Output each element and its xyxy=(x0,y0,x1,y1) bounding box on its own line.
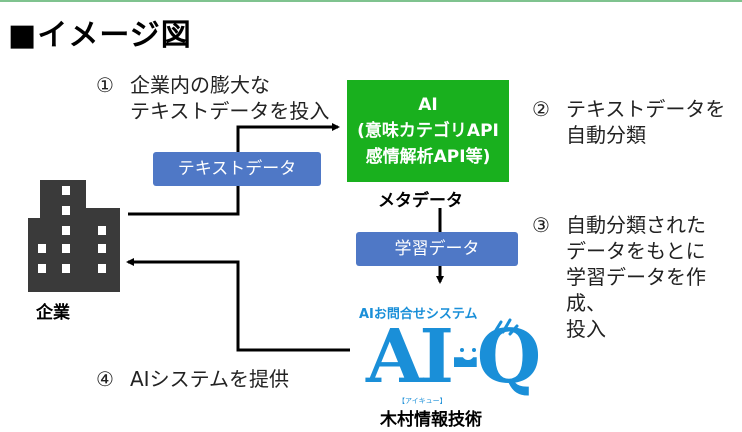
ai-box-line3: 感情解析API等) xyxy=(365,147,491,167)
step-1-line2: テキストデータを投入 xyxy=(130,99,330,123)
step-2-number: ② xyxy=(532,97,550,121)
learning-data-tag: 学習データ xyxy=(356,232,518,266)
step-4: ④ AIシステムを提供 xyxy=(96,366,289,392)
brand-yomi: 【アイキュー】 xyxy=(398,397,447,405)
arrow-aiq-to-company xyxy=(126,258,350,352)
step-1-number: ① xyxy=(96,73,114,97)
step-1: ① 企業内の膨大な テキストデータを投入 xyxy=(96,72,329,124)
provider-label: 木村情報技術 xyxy=(380,410,482,430)
ai-box-line1: AI xyxy=(418,95,438,115)
step-4-line1: AIシステムを提供 xyxy=(130,367,289,391)
step-3-line1: 自動分類された xyxy=(566,213,706,237)
step-2-line2: 自動分類 xyxy=(566,123,646,147)
step-3: ③ 自動分類された データをもとに 学習データを作成、 投入 xyxy=(532,212,742,342)
top-divider xyxy=(0,0,742,2)
metadata-label: メタデータ xyxy=(378,191,463,211)
mascot-face-icon xyxy=(460,348,476,360)
brand-tagline: AIお問合せシステム xyxy=(359,307,478,322)
ai-engine-box: AI (意味カテゴリAPI 感情解析API等) xyxy=(347,80,509,182)
step-2-line1: テキストデータを xyxy=(566,97,726,121)
step-3-line3: 学習データを作成、 xyxy=(566,265,706,315)
step-3-number: ③ xyxy=(532,213,550,237)
sparkle-lines-icon xyxy=(494,318,519,336)
building-icon xyxy=(28,180,120,292)
text-data-tag: テキストデータ xyxy=(153,152,321,186)
step-2: ② テキストデータを 自動分類 xyxy=(532,96,725,148)
step-3-line4: 投入 xyxy=(566,317,606,341)
step-3-line2: データをもとに xyxy=(566,239,706,263)
page-title: ■イメージ図 xyxy=(8,18,192,53)
step-1-line1: 企業内の膨大な xyxy=(130,73,270,97)
brand-logo: AI-Q xyxy=(366,314,541,400)
company-label: 企業 xyxy=(36,303,70,323)
step-4-number: ④ xyxy=(96,367,114,391)
ai-box-line2: (意味カテゴリAPI xyxy=(357,121,499,141)
